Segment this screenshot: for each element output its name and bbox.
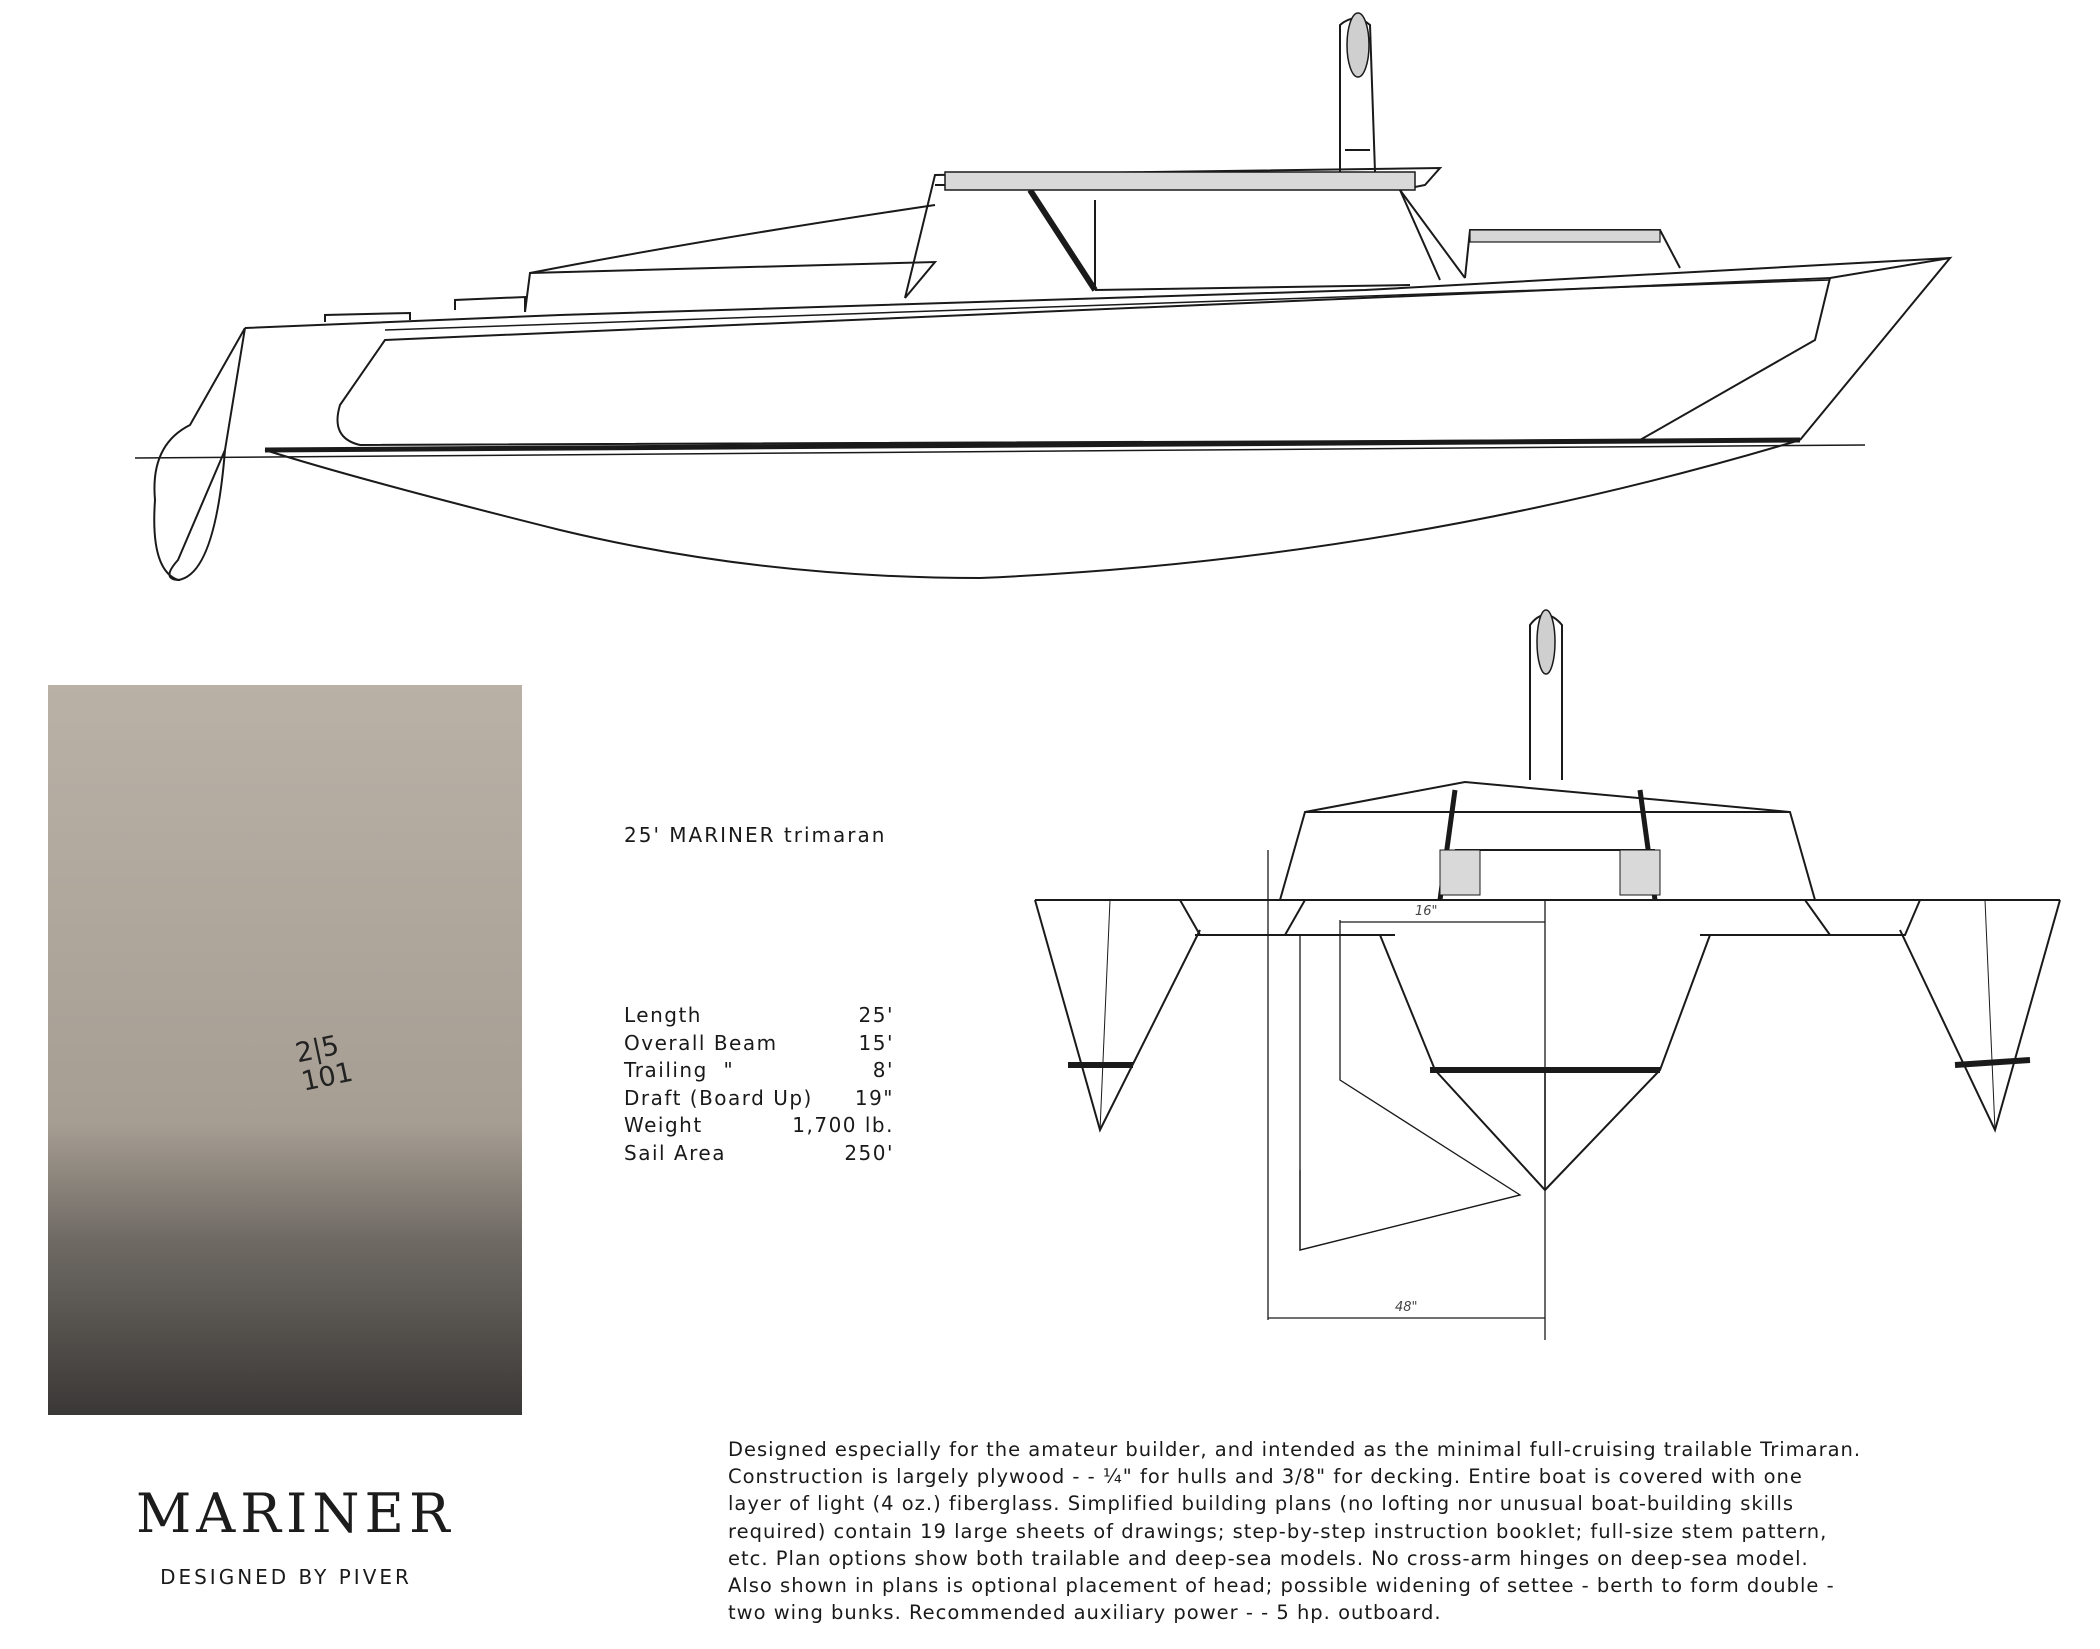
profile-view xyxy=(134,12,1953,582)
spec-row-weight: Weight 1,700 lb. xyxy=(624,1112,894,1140)
model-heading: 25' MARINER trimaran xyxy=(624,823,887,847)
specifications-table: Length 25' Overall Beam 15' Trailing " 8… xyxy=(624,1002,894,1167)
description-line: Also shown in plans is optional placemen… xyxy=(728,1574,1835,1598)
spec-value: 25' xyxy=(858,1003,894,1027)
description-line: layer of light (4 oz.) fiberglass. Simpl… xyxy=(728,1492,1795,1516)
spec-label: Weight xyxy=(624,1113,703,1137)
spec-label: Length xyxy=(624,1003,702,1027)
description-paragraph: Designed especially for the amateur buil… xyxy=(728,1436,1928,1626)
section-view xyxy=(1034,609,2061,1340)
trimaran-photo xyxy=(48,685,522,1415)
brochure-title: MARINER xyxy=(136,1482,455,1545)
spec-label: Overall Beam xyxy=(624,1030,778,1055)
dimension-label-upper: 16" xyxy=(1415,904,1438,919)
description-line: etc. Plan options show both trailable an… xyxy=(728,1546,1809,1570)
description-line: required) contain 19 large sheets of dra… xyxy=(728,1519,1828,1543)
spec-row-overall-beam: Overall Beam 15' xyxy=(624,1030,894,1058)
description-line: Designed especially for the amateur buil… xyxy=(728,1438,1862,1461)
spec-value: 1,700 lb. xyxy=(792,1113,894,1137)
spec-row-draft: Draft (Board Up) 19" xyxy=(624,1085,894,1113)
spec-label: Trailing " xyxy=(624,1058,735,1082)
spec-label: Draft (Board Up) xyxy=(624,1085,813,1110)
description-line: Construction is largely plywood - - ¼" f… xyxy=(728,1465,1803,1489)
description-line: two wing bunks. Recommended auxiliary po… xyxy=(728,1601,1442,1625)
spec-value: 19" xyxy=(854,1085,894,1110)
spec-label: Sail Area xyxy=(624,1140,726,1165)
spec-value: 8' xyxy=(872,1058,894,1082)
dimension-label-lower: 48" xyxy=(1395,1300,1418,1315)
spec-row-trailing: Trailing " 8' xyxy=(624,1057,894,1085)
spec-value: 15' xyxy=(858,1030,894,1055)
brochure-subtitle: DESIGNED BY PIVER xyxy=(160,1565,412,1589)
spec-value: 250' xyxy=(844,1140,894,1165)
spec-row-sail-area: Sail Area 250' xyxy=(624,1140,894,1168)
spec-row-length: Length 25' xyxy=(624,1002,894,1030)
